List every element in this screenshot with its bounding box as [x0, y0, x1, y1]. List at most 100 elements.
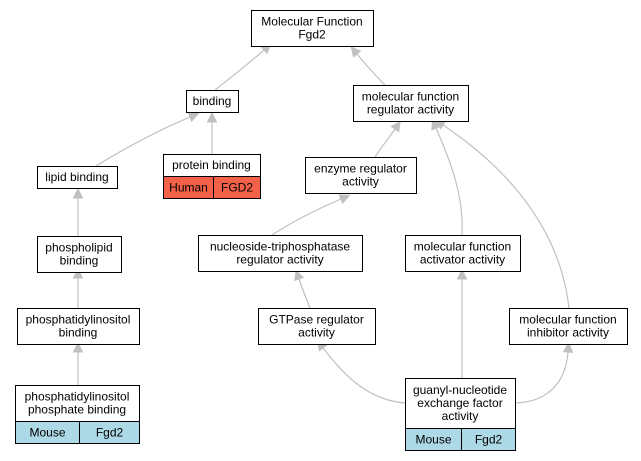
- edge-phospholipid-lipid: [72, 187, 84, 237]
- edge-line: [374, 128, 396, 158]
- edge-binding-mf: [214, 43, 272, 91]
- node-binding[interactable]: binding: [186, 90, 239, 113]
- node-label: Molecular Function: [261, 15, 362, 29]
- node-label: lipid binding: [45, 170, 108, 184]
- node-label: exchange factor: [417, 396, 502, 410]
- node-box: [15, 385, 140, 422]
- gene-label: Fgd2: [475, 433, 503, 447]
- node-box: [353, 85, 469, 122]
- node-label: binding: [60, 254, 99, 268]
- node-label: inhibitor activity: [527, 326, 609, 340]
- arrowhead: [72, 341, 84, 353]
- arrowhead: [72, 187, 84, 199]
- node-box: [258, 308, 376, 345]
- arrowhead: [431, 118, 442, 131]
- arrowhead: [350, 46, 362, 58]
- arrowhead: [294, 269, 305, 282]
- edge-line: [95, 116, 191, 167]
- edge-line: [442, 124, 570, 309]
- arrowhead: [456, 268, 468, 280]
- node-label: phospholipid: [45, 241, 112, 255]
- arrowhead: [72, 267, 84, 279]
- node-label: protein binding: [172, 158, 251, 172]
- node-label: binding: [59, 326, 98, 340]
- node-box: [405, 378, 516, 429]
- edge-pi-phospholipid: [72, 267, 84, 309]
- node-label: activity: [442, 409, 479, 423]
- node-label: GTPase regulator: [269, 313, 364, 327]
- node-box: [305, 157, 417, 194]
- node-label: regulator activity: [236, 253, 323, 267]
- arrowhead: [390, 120, 401, 133]
- edge-protein-binding: [206, 111, 218, 154]
- node-label: molecular function: [362, 90, 459, 104]
- node-box: [37, 166, 118, 189]
- gene-label: FGD2: [221, 181, 253, 195]
- edge-mfia-mfra: [434, 119, 570, 309]
- node-label: phosphatidylinositol: [26, 313, 131, 327]
- edge-line: [271, 198, 342, 236]
- edge-line: [435, 127, 463, 236]
- node-label: Fgd2: [298, 28, 326, 42]
- arrowhead: [338, 194, 351, 205]
- edge-gnef-mfia: [514, 341, 574, 404]
- arrowhead: [562, 341, 574, 353]
- edge-gnef-mfaa: [456, 268, 468, 378]
- gene-cell: [461, 428, 516, 451]
- gene-label: Fgd2: [96, 426, 124, 440]
- gene-cell: [213, 176, 261, 199]
- node-label: molecular function: [414, 240, 511, 254]
- node-label: activity: [342, 175, 379, 189]
- edge-line: [298, 278, 311, 309]
- node-label: phosphate binding: [28, 403, 126, 417]
- arrowhead: [206, 111, 218, 123]
- edge-gnef-gtpase: [316, 339, 406, 404]
- node-label: molecular function: [519, 313, 616, 327]
- edge-enzyme-mfra: [374, 120, 401, 158]
- edge-pip-pi: [72, 341, 84, 386]
- node-label: guanyl-nucleotide: [413, 383, 507, 397]
- node-label: regulator activity: [367, 103, 454, 117]
- node-label: enzyme regulator: [314, 162, 407, 176]
- node-box: [17, 308, 140, 345]
- arrowhead: [187, 112, 200, 123]
- edge-line: [514, 351, 569, 404]
- node-label: phosphatidylinositol: [25, 390, 130, 404]
- edge-line: [322, 347, 406, 404]
- species-label: Mouse: [29, 426, 65, 440]
- species-label: Human: [169, 181, 208, 195]
- gene-cell: [79, 421, 140, 444]
- edge-line: [356, 53, 386, 86]
- edge-ntp-enzyme: [271, 194, 351, 236]
- species-label: Mouse: [415, 433, 451, 447]
- node-box: [37, 236, 122, 273]
- node-box: [405, 235, 521, 272]
- edge-line: [214, 49, 265, 91]
- node-box: [186, 90, 239, 113]
- node-box: [509, 308, 628, 345]
- edge-mfra-mf: [350, 46, 386, 86]
- node-label: binding: [193, 94, 232, 108]
- node-box: [198, 235, 363, 272]
- node-box: [251, 10, 374, 47]
- node-label: activity: [298, 326, 335, 340]
- node-lipid[interactable]: lipid binding: [37, 166, 118, 189]
- edge-lipid-binding: [95, 112, 200, 167]
- node-label: activator activity: [420, 253, 505, 267]
- edges-layer: [72, 43, 574, 404]
- edge-mfaa-mfra: [431, 118, 463, 236]
